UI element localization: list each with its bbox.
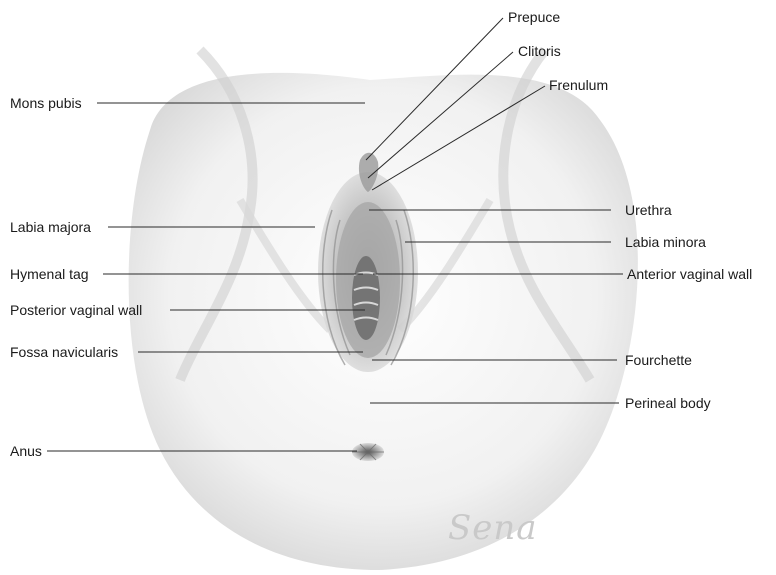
label-mons-pubis: Mons pubis xyxy=(10,95,82,111)
label-hymenal-tag: Hymenal tag xyxy=(10,266,89,282)
label-prepuce: Prepuce xyxy=(508,9,560,25)
label-clitoris: Clitoris xyxy=(518,43,561,59)
label-posterior-vaginal-wall: Posterior vaginal wall xyxy=(10,302,142,318)
artist-signature: Sena xyxy=(448,508,538,548)
label-fossa-navicularis: Fossa navicularis xyxy=(10,344,118,360)
label-labia-minora: Labia minora xyxy=(625,234,706,250)
label-anus: Anus xyxy=(10,443,42,459)
vaginal-opening-shape xyxy=(352,256,380,340)
label-urethra: Urethra xyxy=(625,202,672,218)
label-anterior-vaginal-wall: Anterior vaginal wall xyxy=(627,266,752,282)
label-frenulum: Frenulum xyxy=(549,77,608,93)
label-perineal-body: Perineal body xyxy=(625,395,711,411)
label-fourchette: Fourchette xyxy=(625,352,692,368)
label-labia-majora: Labia majora xyxy=(10,219,91,235)
